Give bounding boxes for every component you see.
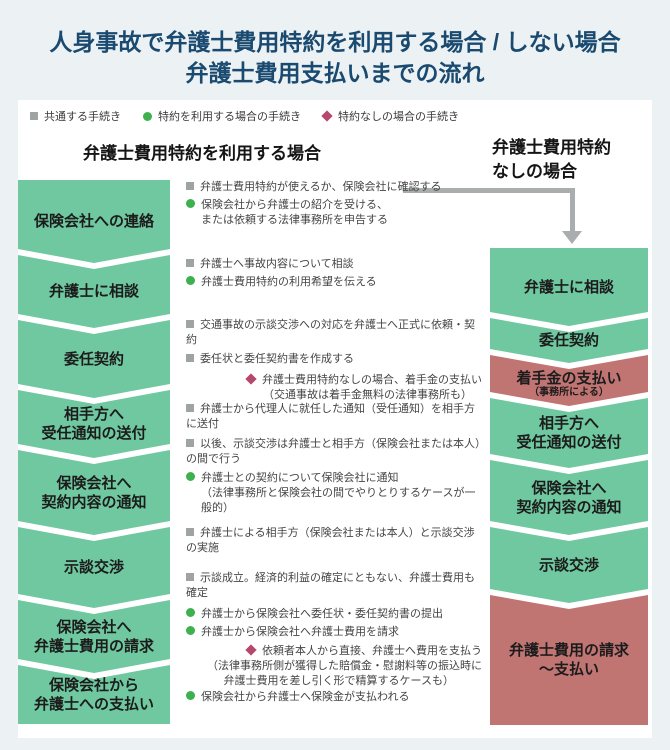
note-text: （交通事故は着手金無料の法律事務所も） bbox=[263, 389, 472, 401]
note-text: 弁護士費用特約の利用希望を伝える bbox=[201, 276, 377, 288]
note-line: 弁護士費用を差し引く形で精算するケースも） bbox=[186, 674, 454, 689]
legend-item-common: 共通する手続き bbox=[30, 108, 121, 124]
circle-bullet-icon bbox=[186, 199, 195, 208]
note-text: （法律事務所側が獲得した賠償金・慰謝料等の振込時に bbox=[207, 660, 482, 672]
note-text: 弁護士との契約について保険会社に通知 bbox=[201, 472, 399, 484]
note-line: 弁護士から保険会社へ委任状・委任契約書の提出 bbox=[186, 607, 482, 622]
circle-bullet-icon bbox=[186, 691, 195, 700]
legend-item-without-rider: 特約なしの場合の手続き bbox=[321, 108, 459, 124]
diamond-bullet-icon bbox=[245, 373, 257, 385]
notes-contact-insurer: 弁護士費用特約が使えるか、保険会社に確認する 保険会社から弁護士の紹介を受ける、… bbox=[186, 180, 482, 228]
notes-notify-contract: 弁護士との契約について保険会社に通知 （法律事務所と保険会社の間でやりとりするケ… bbox=[186, 471, 482, 516]
page-title: 人身事故で弁護士費用特約を利用する場合 / しない場合 弁護士費用支払いまでの流… bbox=[49, 29, 621, 86]
note-text: 委任状と委任契約書を作成する bbox=[200, 353, 354, 365]
note-diamond-block: 弁護士費用特約なしの場合、着手金の支払い （交通事故は着手金無料の法律事務所も） bbox=[186, 373, 482, 403]
diamond-bullet-icon bbox=[245, 644, 257, 656]
right-column-header: 弁護士費用特約 なしの場合 bbox=[492, 138, 611, 181]
note-line: 弁護士へ事故内容について相談 bbox=[186, 257, 482, 272]
note-line: 保険会社から弁護士へ保険金が支払われる bbox=[186, 690, 482, 705]
left-step-notify-contract: 保険会社へ 契約内容の通知 bbox=[18, 450, 170, 535]
note-line: （法律事務所側が獲得した賠償金・慰謝料等の振込時に bbox=[186, 659, 482, 674]
notes-claim-fees: 弁護士から保険会社へ委任状・委任契約書の提出 弁護士から保険会社へ弁護士費用を請… bbox=[186, 607, 482, 689]
note-text: 弁護士費用特約なしの場合、着手金の支払い bbox=[262, 374, 482, 386]
circle-bullet-icon bbox=[186, 276, 195, 285]
diamond-bullet-icon bbox=[321, 110, 333, 122]
note-text: 保険会社から弁護士の紹介を受ける、 bbox=[201, 199, 388, 211]
arrow-down-icon bbox=[562, 231, 582, 244]
note-line: 依頼者本人から直接、弁護士へ費用を支払う bbox=[186, 644, 482, 659]
note-text: 依頼者本人から直接、弁護士へ費用を支払う bbox=[262, 645, 482, 657]
note-diamond-block: 依頼者本人から直接、弁護士へ費用を支払う （法律事務所側が獲得した賠償金・慰謝料… bbox=[186, 644, 482, 689]
note-text: 弁護士から保険会社へ委任状・委任契約書の提出 bbox=[201, 608, 443, 620]
note-text: 弁護士費用特約が使えるか、保険会社に確認する bbox=[200, 181, 442, 193]
note-line: 弁護士費用特約の利用希望を伝える bbox=[186, 275, 482, 290]
note-line: 弁護士費用特約なしの場合、着手金の支払い bbox=[186, 373, 482, 388]
note-line: 示談成立。経済的利益の確定にともない、弁護士費用も確定 bbox=[186, 571, 482, 601]
left-step-contact-insurer: 保険会社への連絡 bbox=[18, 180, 170, 263]
legend: 共通する手続き 特約を利用する場合の手続き 特約なしの場合の手続き bbox=[30, 108, 459, 124]
note-line: 交通事故の示談交渉への対応を弁護士へ正式に依頼・契約 bbox=[186, 318, 482, 348]
legend-label: 特約を利用する場合の手続き bbox=[158, 111, 301, 123]
note-text: 交通事故の示談交渉への対応を弁護士へ正式に依頼・契約 bbox=[186, 319, 475, 346]
notes-payment-to-lawyer: 保険会社から弁護士へ保険金が支払われる bbox=[186, 690, 482, 705]
note-text: または依頼する法律事務所を申告する bbox=[201, 214, 388, 226]
circle-bullet-icon bbox=[143, 111, 152, 121]
square-bullet-icon bbox=[186, 573, 194, 581]
circle-bullet-icon bbox=[186, 472, 195, 481]
legend-item-with-rider: 特約を利用する場合の手続き bbox=[143, 108, 301, 124]
right-step-initial-fee-label: 着手金の支払い bbox=[516, 370, 622, 387]
note-line: 保険会社から弁護士の紹介を受ける、 bbox=[186, 198, 482, 213]
note-line: 弁護士費用特約が使えるか、保険会社に確認する bbox=[186, 180, 482, 195]
right-step-consult-lawyer: 弁護士に相談 bbox=[490, 248, 648, 326]
note-line: 弁護士から保険会社へ弁護士費用を請求 bbox=[186, 625, 482, 640]
note-line: （交通事故は着手金無料の法律事務所も） bbox=[186, 388, 472, 403]
circle-bullet-icon bbox=[186, 608, 195, 617]
notes-send-notice: 弁護士から代理人に就任した通知（受任通知）を相手方に送付 以後、示談交渉は弁護士… bbox=[186, 402, 482, 467]
square-bullet-icon bbox=[186, 354, 194, 362]
square-bullet-icon bbox=[186, 182, 194, 190]
notes-retainer-contract: 交通事故の示談交渉への対応を弁護士へ正式に依頼・契約 委任状と委任契約書を作成す… bbox=[186, 318, 482, 403]
note-text: （法律事務所と保険会社の間でやりとりするケースが一般的） bbox=[201, 487, 476, 514]
note-text: 弁護士による相手方（保険会社または本人）と示談交渉の実施 bbox=[186, 527, 475, 554]
note-text: 弁護士へ事故内容について相談 bbox=[200, 258, 354, 270]
note-line: または依頼する法律事務所を申告する bbox=[186, 213, 482, 228]
note-line: 以後、示談交渉は弁護士と相手方（保険会社または本人）の間で行う bbox=[186, 437, 482, 467]
legend-label: 共通する手続き bbox=[44, 111, 121, 123]
square-bullet-icon bbox=[30, 112, 38, 120]
note-text: 示談成立。経済的利益の確定にともない、弁護士費用も確定 bbox=[186, 572, 475, 599]
note-line: 弁護士から代理人に就任した通知（受任通知）を相手方に送付 bbox=[186, 402, 482, 432]
note-line: 弁護士による相手方（保険会社または本人）と示談交渉の実施 bbox=[186, 526, 482, 556]
square-bullet-icon bbox=[186, 439, 194, 447]
left-column-header: 弁護士費用特約を利用する場合 bbox=[83, 144, 321, 163]
legend-label: 特約なしの場合の手続き bbox=[338, 111, 459, 123]
note-line: 弁護士との契約について保険会社に通知 bbox=[186, 471, 482, 486]
note-text: 弁護士から保険会社へ弁護士費用を請求 bbox=[201, 626, 399, 638]
note-line: 委任状と委任契約書を作成する bbox=[186, 352, 482, 367]
right-step-fee-claim-payment: 弁護士費用の請求 〜支払い bbox=[490, 595, 648, 725]
square-bullet-icon bbox=[186, 259, 194, 267]
notes-settlement: 弁護士による相手方（保険会社または本人）と示談交渉の実施 示談成立。経済的利益の… bbox=[186, 526, 482, 601]
note-text: 保険会社から弁護士へ保険金が支払われる bbox=[201, 691, 410, 703]
arrow-line-vertical bbox=[570, 188, 575, 232]
note-line: （法律事務所と保険会社の間でやりとりするケースが一般的） bbox=[186, 486, 482, 516]
note-text: 弁護士費用を差し引く形で精算するケースも） bbox=[223, 675, 454, 687]
circle-bullet-icon bbox=[186, 626, 195, 635]
notes-consult-lawyer: 弁護士へ事故内容について相談 弁護士費用特約の利用希望を伝える bbox=[186, 257, 482, 290]
square-bullet-icon bbox=[186, 404, 194, 412]
note-text: 弁護士から代理人に就任した通知（受任通知）を相手方に送付 bbox=[186, 403, 475, 430]
right-step-initial-fee-sub: （事務所による） bbox=[529, 387, 609, 398]
square-bullet-icon bbox=[186, 528, 194, 536]
square-bullet-icon bbox=[186, 320, 194, 328]
note-text: 以後、示談交渉は弁護士と相手方（保険会社または本人）の間で行う bbox=[186, 438, 481, 465]
arrow-line-horizontal bbox=[403, 188, 575, 193]
